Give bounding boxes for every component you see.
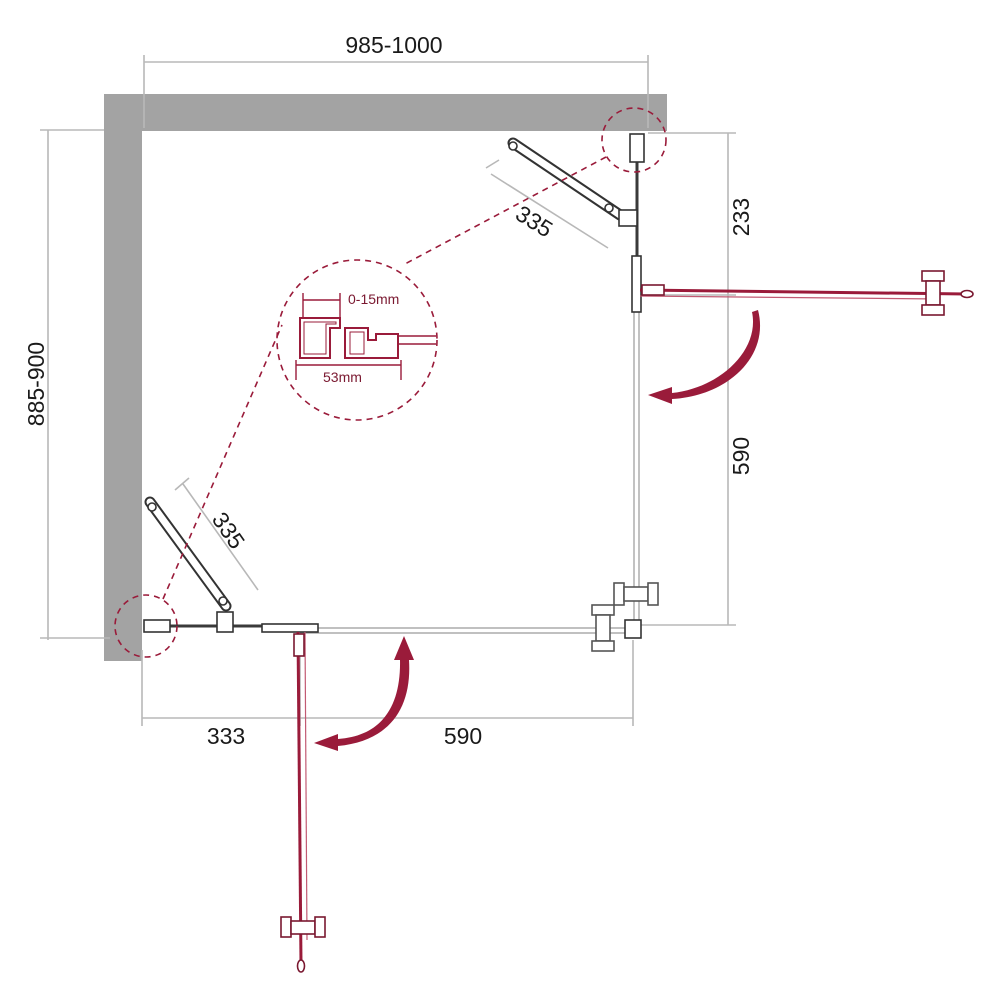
bottom-right-label: 590 [444,723,482,749]
wall-profile-top [629,133,645,163]
fixed-handles [591,582,659,652]
swing-arrows [314,310,761,751]
right-door [639,270,974,316]
right-lower-label: 590 [728,437,754,475]
detail-circle [276,259,438,421]
bottom-door [280,631,326,973]
corner-joint [624,619,642,639]
hinge-right [631,255,642,313]
bottom-swing-arrow [314,636,414,751]
bottom-left-label: 333 [207,723,245,749]
detail-profile [295,293,436,380]
upper-brace-label: 335 [511,200,557,242]
back-wall [104,94,667,131]
right-swing-arrow [648,310,761,404]
braces [144,137,638,633]
detail-callout: 0-15mm 53mm [114,107,667,658]
top-width-label: 985-1000 [345,32,442,58]
upper-brace [507,137,638,227]
left-height-label: 885-900 [23,342,49,426]
hinge-bottom [261,623,319,633]
doors [280,270,974,973]
bottom-fixed-handle [591,604,615,652]
lower-brace [144,496,234,633]
wall-profile-left [143,619,171,633]
lower-brace-label: 335 [207,507,250,553]
right-upper-label: 233 [728,198,754,236]
callout-circle-bottom [114,594,178,658]
width-label: 53mm [323,369,362,385]
callout-circle-top [601,107,667,173]
gap-label: 0-15mm [348,291,399,307]
walls [104,94,667,661]
fixed-panels [143,133,645,639]
right-fixed-handle [613,582,659,606]
side-wall [104,94,142,661]
